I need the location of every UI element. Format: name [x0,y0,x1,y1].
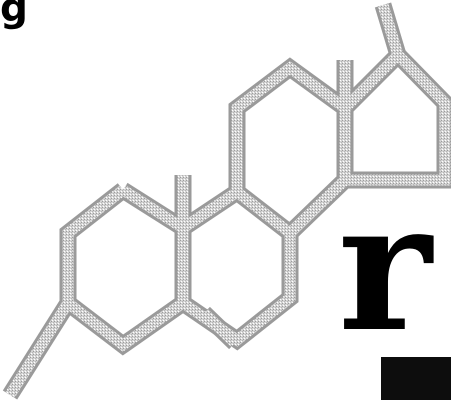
black-block [381,357,451,400]
top-heading-fragment: g [0,0,29,31]
bond-fills [5,3,451,398]
large-letter: r [338,162,432,371]
